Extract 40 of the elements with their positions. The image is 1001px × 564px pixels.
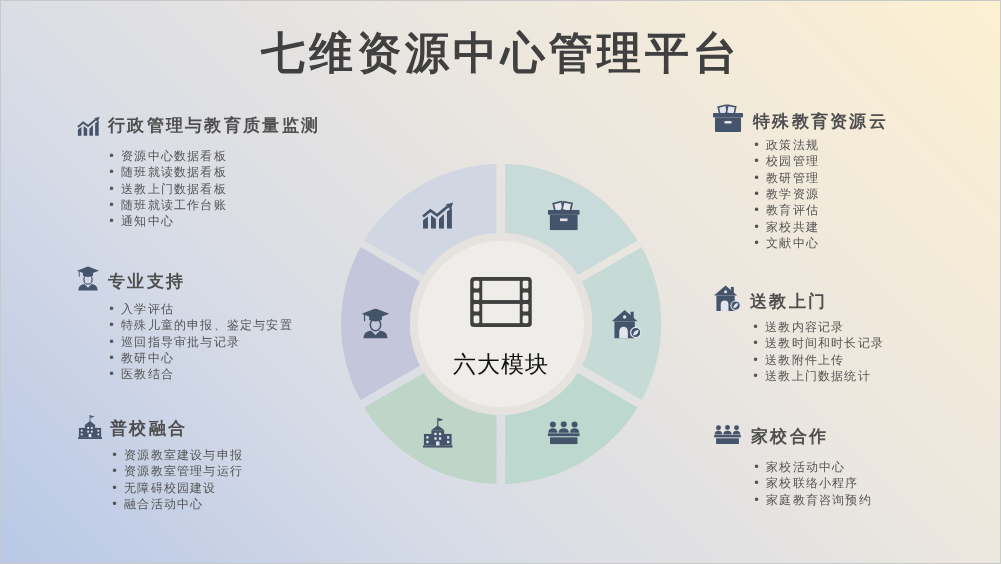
ring-segment (505, 164, 638, 276)
ring-segment (341, 247, 421, 401)
module-heading: 行政管理与教育质量监测 (108, 114, 321, 136)
list-item: • 教育评估 (753, 202, 820, 219)
list-item: • 家校共建 (753, 218, 820, 235)
list-item: • 家校联络小程序 (753, 475, 859, 492)
list-item: • 文献中心 (753, 235, 820, 252)
list-item: • 教研中心 (108, 350, 175, 367)
list-item: • 资源中心数据看板 (108, 148, 227, 164)
list-item: • 送教内容记录 (752, 319, 845, 335)
module-heading: 普校融合 (110, 417, 188, 439)
list-item: • 送教附件上传 (752, 351, 845, 368)
list-item: • 教学资源 (753, 186, 820, 203)
list-item: • 政策法规 (753, 137, 820, 153)
list-item: • 无障碍校园建设 (111, 479, 217, 496)
page-title: 七维资源中心管理平台 (260, 26, 741, 80)
module-heading: 家校合作 (751, 425, 829, 447)
list-item: • 校园管理 (753, 153, 820, 170)
list-item: • 送教时间和时长记录 (752, 335, 885, 352)
list-item: • 随班就读数据看板 (108, 164, 227, 181)
list-item: • 资源教室建设与申报 (111, 447, 244, 463)
list-item: • 随班就读工作台账 (108, 197, 227, 214)
list-item: • 医教结合 (108, 366, 175, 383)
ring-segment (364, 164, 497, 276)
module-heading: 特殊教育资源云 (753, 110, 889, 132)
ring-segment (581, 247, 661, 401)
list-item: • 教研管理 (753, 169, 820, 186)
module-heading: 送教上门 (750, 290, 828, 312)
list-item: • 入学评估 (108, 301, 175, 317)
list-item: • 融合活动中心 (111, 496, 204, 513)
list-item: • 家校活动中心 (753, 459, 846, 475)
list-item: • 家庭教育咨询预约 (753, 491, 872, 508)
list-item: • 送教上门数据统计 (752, 368, 871, 385)
list-item: • 资源教室管理与运行 (111, 463, 244, 480)
list-item: • 特殊儿童的申报、鉴定与安置 (108, 317, 293, 334)
list-item: • 通知中心 (108, 213, 175, 230)
list-item: • 送教上门数据看板 (108, 180, 227, 197)
center-title: 六大模块 (453, 350, 549, 378)
module-heading: 专业支持 (108, 270, 186, 292)
list-item: • 巡回指导审批与记录 (108, 333, 241, 350)
